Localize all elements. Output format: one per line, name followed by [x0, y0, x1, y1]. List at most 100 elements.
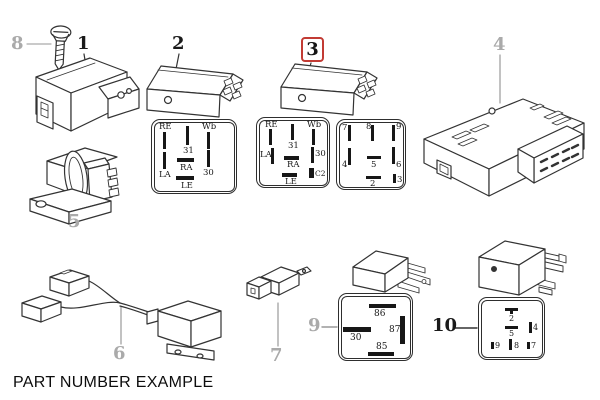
pin-bar [400, 316, 405, 344]
relay-1-drawing [36, 58, 139, 131]
pin-label-6: 6 [396, 160, 402, 170]
pin-diagram-numeric: 7 8 9 4 5 6 2 3 [336, 119, 406, 190]
pin-bar [269, 129, 272, 145]
pin-label-30: 30 [315, 149, 326, 159]
pin-label-30: 30 [350, 333, 362, 343]
pin-label-2: 2 [509, 314, 515, 323]
pin-label-re: RE [159, 122, 172, 132]
pin-bar [163, 132, 166, 149]
pin-bar [505, 326, 518, 329]
pin-label-9: 9 [495, 341, 501, 350]
pin-bar [176, 176, 194, 180]
part-label-10[interactable]: 10 [432, 315, 458, 336]
pin-diagram-relay-3: RE 31 Wb LA RA 30 C2 LE [256, 117, 330, 188]
pin-bar [186, 126, 189, 145]
part-label-9[interactable]: 9 [308, 315, 321, 336]
pin-diagram-relay-2: RE 31 Wb LA RA 30 LE [151, 119, 237, 194]
pin-diagram-inner-border [258, 119, 328, 186]
pin-label-5: 5 [371, 160, 377, 170]
pin-bar [393, 174, 396, 183]
part-label-4[interactable]: 4 [493, 34, 506, 55]
pin-bar [368, 352, 394, 356]
pin-label-le: LE [285, 177, 297, 187]
pin-label-c2: C2 [315, 169, 326, 178]
pin-label-87: 87 [389, 325, 401, 335]
pin-diagram-inner-border [338, 121, 404, 188]
pin-diagram-relay-9: 86 30 87 85 [338, 293, 413, 361]
part-label-8[interactable]: 8 [11, 33, 24, 54]
pin-label-ra: RA [180, 163, 193, 173]
pin-label-5: 5 [509, 329, 515, 338]
pin-bar [348, 148, 351, 165]
pin-label-7: 7 [531, 341, 537, 350]
pin-bar [369, 304, 396, 308]
pin-label-wb: Wb [307, 120, 322, 130]
pin-bar [163, 152, 166, 169]
pin-label-85: 85 [376, 342, 388, 352]
pin-bar [392, 125, 395, 141]
pin-bar [510, 310, 513, 314]
pin-bar [505, 308, 518, 311]
leader-line-2 [176, 54, 179, 69]
pin-bar [367, 156, 381, 159]
pin-label-4: 4 [533, 323, 539, 332]
pin-bar [207, 132, 210, 149]
pin-bar [282, 173, 297, 177]
pin-bar [177, 158, 194, 162]
pin-label-86: 86 [374, 309, 386, 319]
pin-diagram-inner-border [480, 299, 543, 358]
pin-label-re: RE [265, 120, 278, 130]
pin-bar [392, 147, 395, 164]
pin-bar [271, 148, 274, 164]
pin-label-9: 9 [396, 122, 402, 132]
pin-label-8: 8 [366, 122, 372, 132]
pin-bar [527, 342, 530, 349]
pin-label-30: 30 [203, 168, 214, 178]
control-module-4-drawing [424, 99, 584, 196]
screw-axis-line [61, 73, 77, 105]
pin-bar [371, 125, 374, 141]
part-label-5[interactable]: 5 [68, 211, 81, 232]
pin-diagram-inner-border [153, 121, 235, 192]
pin-bar [529, 322, 532, 333]
part-label-1[interactable]: 1 [77, 33, 90, 54]
relay-10-drawing [479, 241, 566, 295]
leader-line-1 [84, 54, 86, 66]
pin-bar [348, 125, 351, 141]
pin-bar [291, 124, 294, 140]
pin-diagram-relay-10: 2 5 4 9 8 7 [478, 297, 545, 360]
pin-label-31: 31 [288, 141, 299, 151]
pin-label-7: 7 [342, 123, 348, 133]
pin-label-la: LA [159, 170, 171, 180]
caption-text: PART NUMBER EXAMPLE [13, 374, 214, 391]
pin-label-la: LA [260, 150, 272, 160]
pin-bar [309, 168, 314, 178]
pin-label-ra: RA [287, 160, 300, 170]
pin-label-31: 31 [183, 146, 194, 156]
pin-bar [284, 156, 299, 160]
connector-7-drawing [247, 267, 311, 299]
pin-bar [311, 147, 314, 163]
relay-2-drawing [147, 66, 243, 117]
pin-bar [312, 129, 315, 145]
relay-9-drawing [353, 251, 430, 293]
pin-label-4: 4 [342, 160, 348, 170]
part-label-2[interactable]: 2 [172, 33, 185, 54]
pin-bar [343, 327, 371, 332]
screw-drawing [49, 26, 71, 71]
pin-diagram-inner-border [340, 295, 411, 359]
part-label-7[interactable]: 7 [270, 345, 283, 366]
relay-3-drawing [280, 63, 378, 116]
pin-label-3: 3 [397, 175, 403, 185]
pin-bar [509, 339, 512, 350]
pin-label-2: 2 [370, 179, 376, 189]
part-label-3: 3 [306, 38, 319, 60]
pin-label-wb: Wb [202, 122, 217, 132]
part-label-3-highlight[interactable]: 3 [301, 37, 324, 62]
leader-line-3 [304, 63, 311, 87]
pin-label-8: 8 [514, 341, 520, 350]
pin-bar [207, 150, 210, 167]
leader-lines [27, 44, 500, 346]
part-label-6[interactable]: 6 [113, 343, 126, 364]
